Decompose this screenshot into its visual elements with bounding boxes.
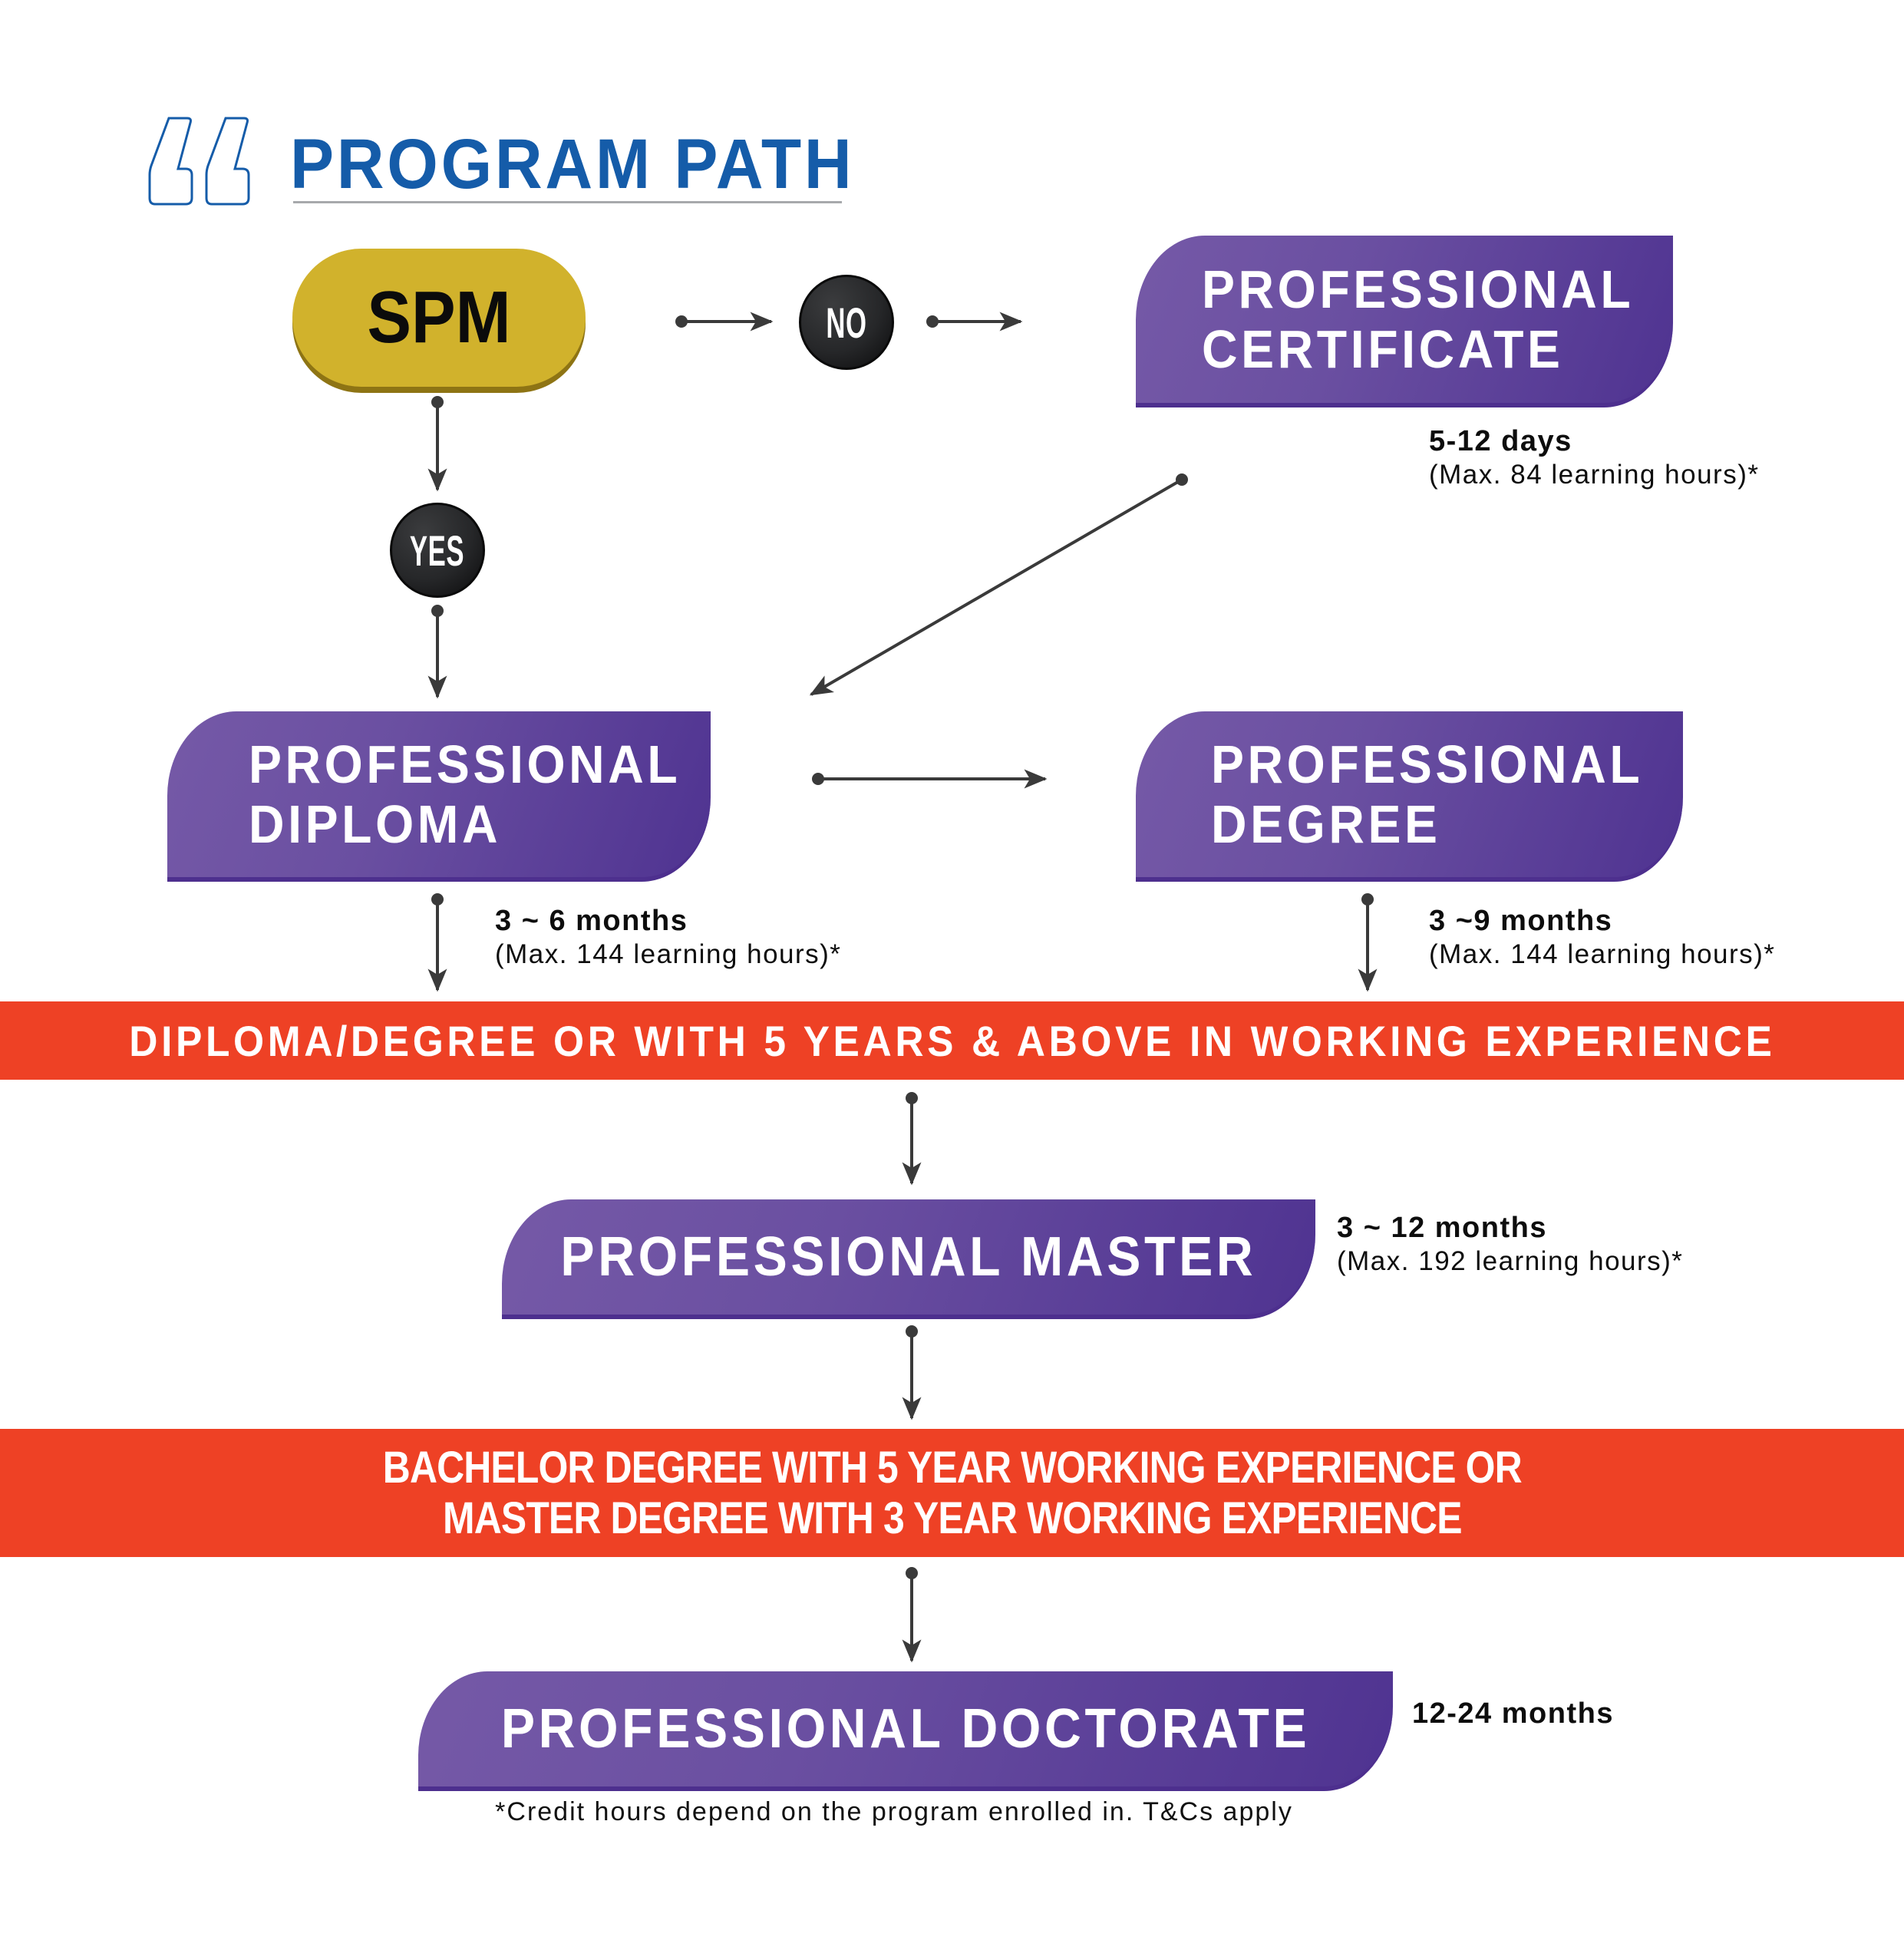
spm-start-node: SPM (292, 249, 586, 387)
certificate-duration-note: 5-12 days (Max. 84 learning hours)* (1429, 424, 1759, 491)
arrow-diploma-to-requirement (427, 893, 447, 992)
box-title-line: PROFESSIONAL (1211, 734, 1644, 794)
spm-label: SPM (367, 276, 511, 358)
connector-start-dot (1361, 893, 1374, 906)
page-title: PROGRAM PATH (290, 125, 855, 203)
connector-start-dot (906, 1092, 918, 1104)
professional-doctorate-box: PROFESSIONAL DOCTORATE (418, 1671, 1393, 1791)
footnote: *Credit hours depend on the program enro… (495, 1797, 1293, 1826)
arrow-spm-to-no (675, 312, 774, 332)
master-duration-note: 3 ~ 12 months (Max. 192 learning hours)* (1337, 1210, 1683, 1278)
duration-text: 12-24 months (1412, 1697, 1614, 1730)
duration-text: 3 ~9 months (1429, 905, 1613, 937)
connector-start-dot (926, 315, 939, 328)
arrow-diploma-to-degree (812, 769, 1048, 789)
arrow-degree-to-requirement (1358, 893, 1378, 992)
connector-start-dot (906, 1325, 918, 1338)
master-entry-requirement-banner: DIPLOMA/DEGREE OR WITH 5 YEARS & ABOVE I… (0, 1001, 1904, 1080)
hours-text: (Max. 84 learning hours)* (1429, 460, 1760, 490)
duration-text: 5-12 days (1429, 425, 1572, 457)
diploma-duration-note: 3 ~ 6 months (Max. 144 learning hours)* (495, 903, 841, 971)
arrow-certificate-to-diploma (809, 473, 1188, 696)
professional-degree-box: PROFESSIONAL DEGREE (1136, 711, 1683, 882)
connector-start-dot (1176, 473, 1188, 486)
arrow-requirement-to-doctorate (902, 1567, 922, 1663)
connector-start-dot (431, 396, 444, 408)
no-label: NO (826, 298, 867, 347)
no-decision-node: NO (799, 275, 894, 370)
yes-decision-node: YES (390, 503, 485, 598)
arrow-no-to-certificate (926, 312, 1023, 332)
hours-text: (Max. 192 learning hours)* (1337, 1246, 1684, 1276)
arrow-yes-to-diploma (427, 605, 447, 699)
doctorate-entry-requirement-banner: BACHELOR DEGREE WITH 5 YEAR WORKING EXPE… (0, 1429, 1904, 1557)
requirement-text: MASTER DEGREE WITH 3 YEAR WORKING EXPERI… (442, 1493, 1462, 1543)
professional-diploma-box: PROFESSIONAL DIPLOMA (167, 711, 711, 882)
box-title-line: DIPLOMA (249, 794, 502, 854)
arrow-requirement-to-master (902, 1092, 922, 1186)
quote-icon (148, 117, 250, 206)
hours-text: (Max. 144 learning hours)* (1429, 939, 1776, 969)
connector-line (809, 478, 1183, 696)
connector-start-dot (675, 315, 688, 328)
box-title-line: PROFESSIONAL DOCTORATE (500, 1697, 1311, 1760)
arrow-spm-to-yes (427, 396, 447, 492)
box-title-line: DEGREE (1211, 794, 1441, 854)
hours-text: (Max. 144 learning hours)* (495, 939, 842, 969)
doctorate-duration-note: 12-24 months (1412, 1696, 1614, 1731)
yes-label: YES (410, 526, 465, 575)
requirement-text: BACHELOR DEGREE WITH 5 YEAR WORKING EXPE… (382, 1442, 1523, 1493)
box-title-line: PROFESSIONAL MASTER (560, 1226, 1257, 1288)
box-title-line: PROFESSIONAL (249, 734, 681, 794)
connector-start-dot (906, 1567, 918, 1579)
professional-master-box: PROFESSIONAL MASTER (502, 1199, 1315, 1319)
duration-text: 3 ~ 6 months (495, 905, 688, 937)
duration-text: 3 ~ 12 months (1337, 1212, 1547, 1244)
connector-start-dot (812, 773, 824, 785)
arrow-master-to-requirement (902, 1325, 922, 1420)
professional-certificate-box: PROFESSIONAL CERTIFICATE (1136, 236, 1673, 407)
box-title-line: PROFESSIONAL (1202, 259, 1635, 319)
box-title-line: CERTIFICATE (1202, 319, 1564, 379)
title-underline (293, 201, 842, 203)
degree-duration-note: 3 ~9 months (Max. 144 learning hours)* (1429, 903, 1775, 971)
requirement-text: DIPLOMA/DEGREE OR WITH 5 YEARS & ABOVE I… (128, 1016, 1776, 1065)
connector-start-dot (431, 893, 444, 906)
connector-start-dot (431, 605, 444, 617)
